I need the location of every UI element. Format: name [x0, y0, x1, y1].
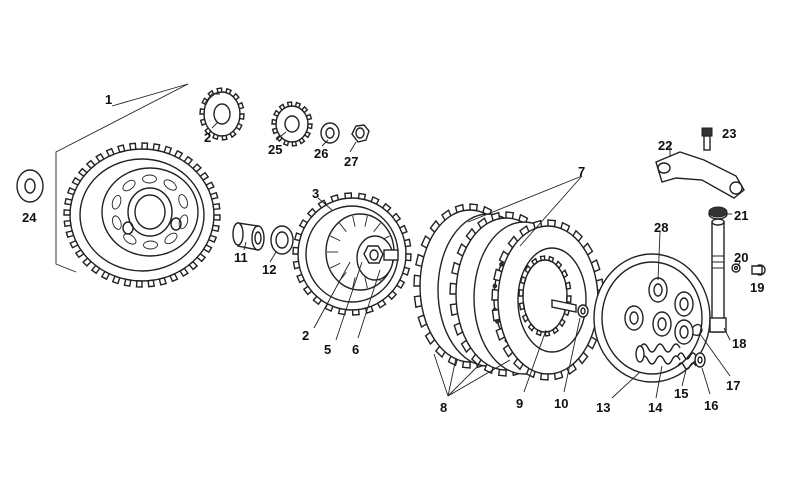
label-28: 28: [654, 220, 668, 235]
label-17: 17: [726, 378, 740, 393]
label-2-top: 2: [204, 130, 211, 145]
label-1: 1: [105, 92, 112, 107]
part-23-screw: [701, 127, 713, 151]
label-9: 9: [516, 396, 523, 411]
part-13-pressure-plate: [593, 253, 711, 383]
label-16: 16: [704, 398, 718, 413]
label-27: 27: [344, 154, 358, 169]
part-18-release-shaft: [709, 218, 727, 333]
label-15: 15: [674, 386, 688, 401]
part-21-seal: [708, 206, 728, 220]
part-2-gear-top: [199, 87, 245, 141]
label-26: 26: [314, 146, 328, 161]
label-19: 19: [750, 280, 764, 295]
part-15-spring: [677, 352, 697, 370]
label-3: 3: [312, 186, 319, 201]
label-10: 10: [554, 396, 568, 411]
label-13: 13: [596, 400, 610, 415]
leader-lines: [111, 83, 741, 399]
part-10-push-rod: [551, 299, 589, 318]
part-24-washer: [16, 169, 44, 203]
label-6: 6: [352, 342, 359, 357]
part-8-friction-plates: [413, 203, 605, 381]
part-16-cap: [694, 352, 706, 368]
part-22-release-lever: [655, 151, 745, 199]
label-25: 25: [268, 142, 282, 157]
part-17-clip: [691, 323, 703, 337]
part-14-spring: [635, 343, 681, 365]
callout-labels: 1 2 2 3 5 6 7 8 9 10 11 12 13 14 15 16 1…: [22, 92, 764, 415]
label-2-hub: 2: [302, 328, 309, 343]
part-27-nut: [351, 124, 370, 143]
label-12: 12: [262, 262, 276, 277]
label-20: 20: [734, 250, 748, 265]
label-23: 23: [722, 126, 736, 141]
label-14: 14: [648, 400, 663, 415]
label-18: 18: [732, 336, 746, 351]
part-1-clutch-housing: [55, 83, 221, 288]
label-7: 7: [578, 164, 585, 179]
part-26-washer: [320, 122, 340, 144]
label-21: 21: [734, 208, 748, 223]
label-24: 24: [22, 210, 37, 225]
part-25-gear: [271, 101, 313, 147]
part-19-bolt: [751, 264, 766, 276]
part-3-clutch-hub: [292, 192, 412, 316]
part-11-spacer-sleeve: [232, 222, 265, 251]
label-8: 8: [440, 400, 447, 415]
part-12-washer: [270, 225, 294, 255]
label-22: 22: [658, 138, 672, 153]
label-5: 5: [324, 342, 331, 357]
label-11: 11: [234, 250, 248, 265]
